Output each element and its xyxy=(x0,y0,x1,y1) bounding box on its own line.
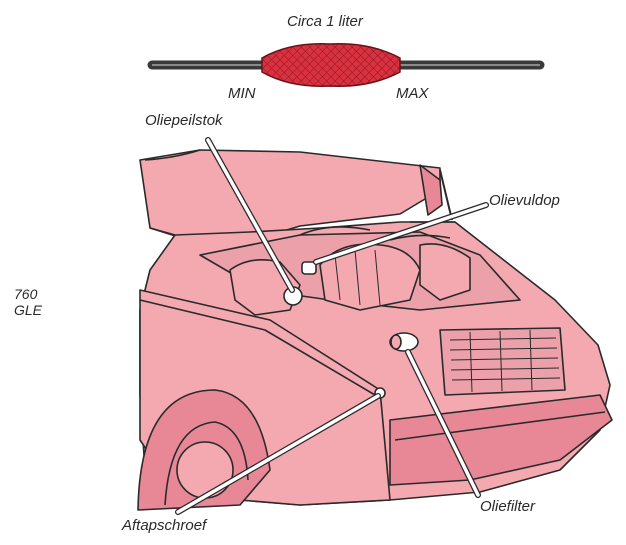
filler-cap-label: Olievuldop xyxy=(489,192,560,209)
filler-cap xyxy=(301,261,317,275)
oil-level-band xyxy=(261,43,401,87)
dipstick-graphic xyxy=(147,43,545,87)
model-label: 760 GLE xyxy=(14,286,42,318)
dipstick-label: Oliepeilstok xyxy=(145,112,223,129)
car-body xyxy=(137,149,613,511)
bumper xyxy=(389,394,613,486)
drain-plug-label: Aftapschroef xyxy=(122,517,207,534)
leader-lines xyxy=(175,137,489,515)
min-label: MIN xyxy=(228,85,256,102)
max-label: MAX xyxy=(396,85,429,102)
oil-filter-label: Oliefilter xyxy=(480,498,536,515)
oil-amount-label: Circa 1 liter xyxy=(287,13,363,30)
model-trim: GLE xyxy=(14,302,43,318)
model-number: 760 xyxy=(14,286,38,302)
